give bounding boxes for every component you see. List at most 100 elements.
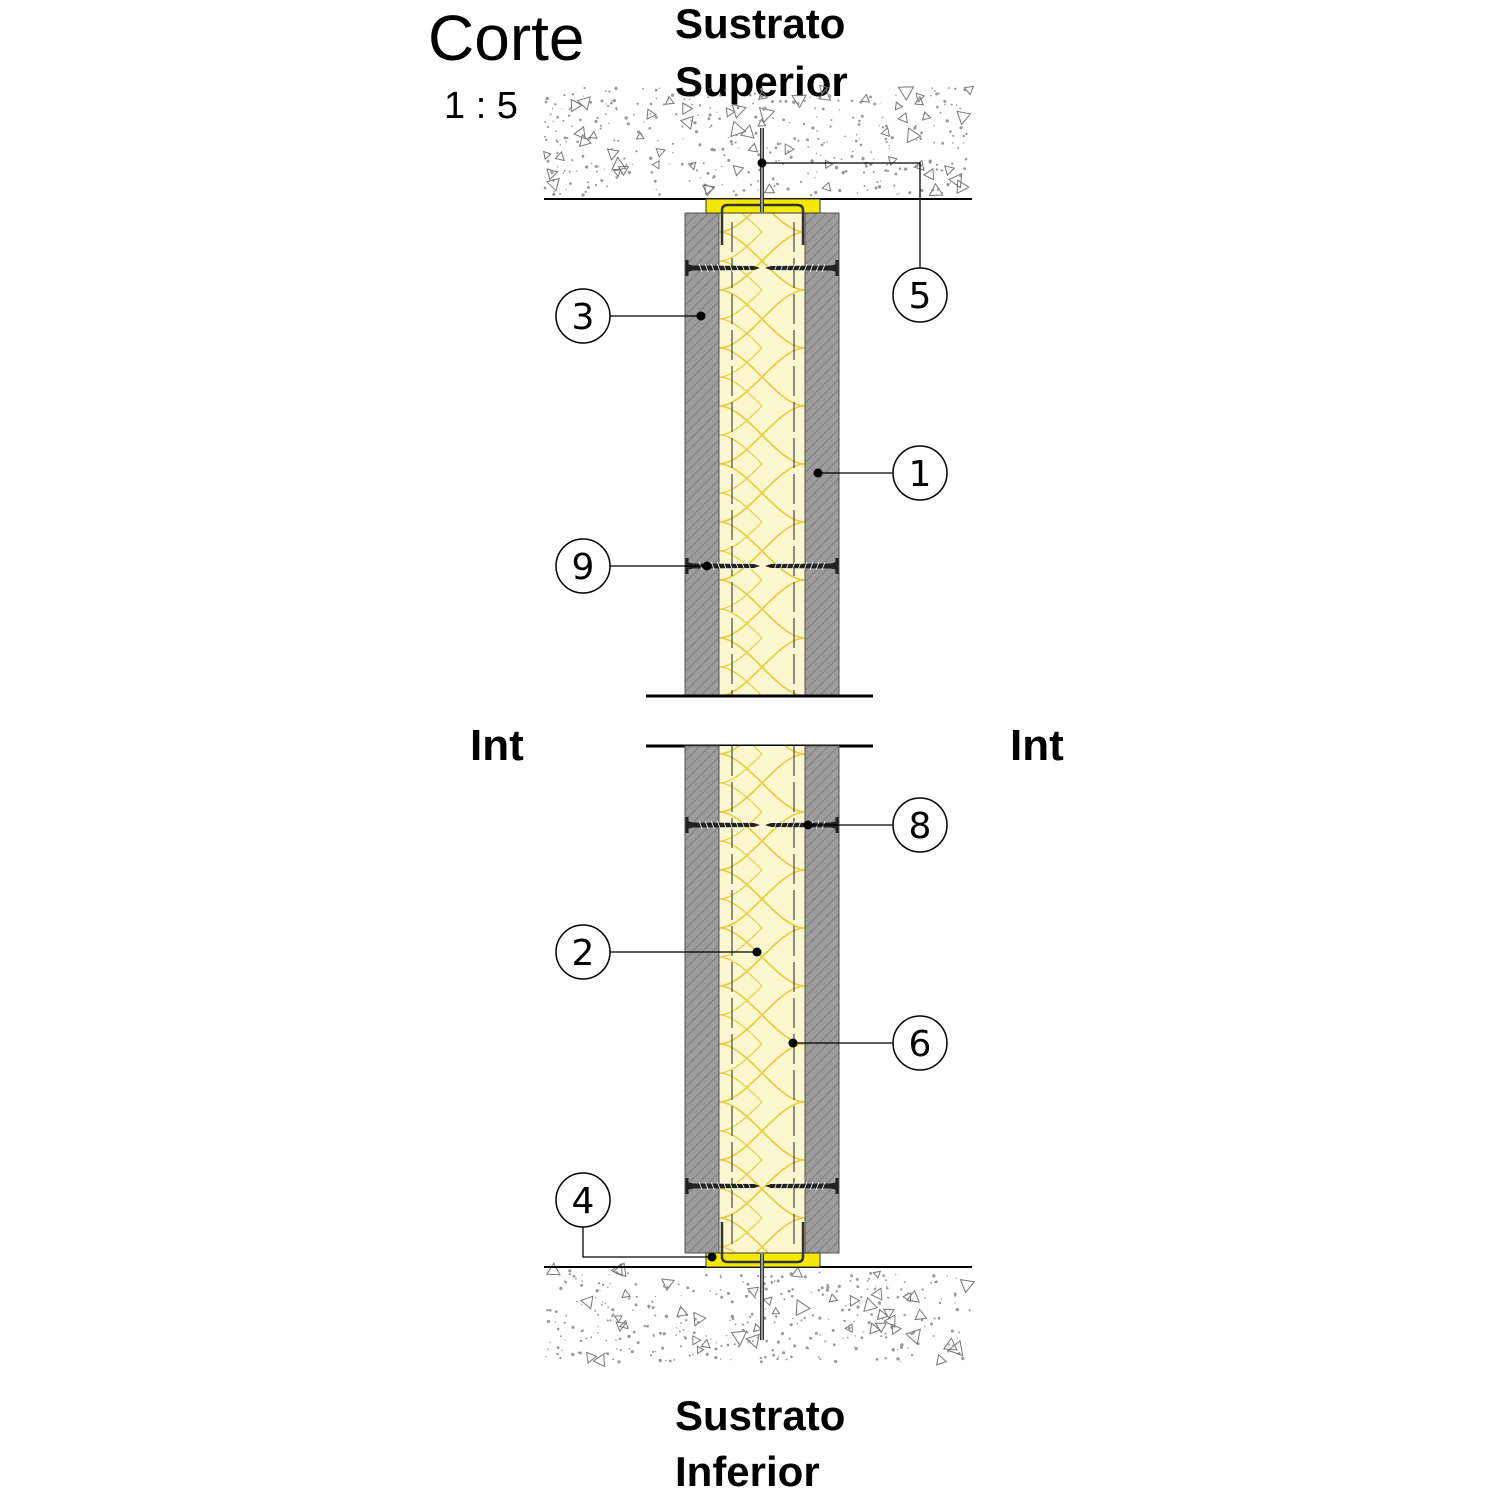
concrete-speck	[936, 187, 940, 191]
concrete-speck	[784, 99, 788, 103]
concrete-speck	[633, 113, 635, 116]
concrete-speck	[858, 138, 861, 140]
concrete-speck	[575, 170, 578, 172]
concrete-speck	[668, 163, 670, 165]
screw-thread	[809, 1181, 814, 1191]
concrete-speck	[886, 163, 888, 166]
concrete-speck	[581, 154, 585, 158]
concrete-speck	[807, 145, 810, 148]
concrete-speck	[719, 1358, 722, 1360]
screw-thread	[815, 263, 820, 273]
concrete-speck	[910, 1331, 914, 1336]
screw-thread	[717, 561, 721, 571]
concrete-speck	[733, 1343, 736, 1346]
screw-thread	[803, 1181, 808, 1191]
concrete-speck	[678, 1330, 681, 1333]
concrete-speck	[581, 1303, 583, 1305]
concrete-speck	[757, 180, 760, 183]
callout-4: 4	[555, 1172, 611, 1228]
concrete-speck	[556, 1352, 559, 1356]
concrete-speck	[954, 87, 957, 91]
concrete-speck	[814, 107, 816, 110]
concrete-speck	[597, 1326, 599, 1328]
callout-number: 3	[572, 297, 595, 338]
concrete-speck	[734, 193, 738, 197]
aggregate-triangle	[615, 1321, 627, 1333]
concrete-speck	[896, 1295, 900, 1299]
concrete-speck	[842, 1337, 844, 1339]
concrete-speck	[860, 114, 864, 118]
concrete-speck	[732, 190, 735, 193]
concrete-speck	[814, 176, 816, 179]
screw-thread	[785, 820, 790, 830]
aggregate-triangle	[860, 93, 871, 103]
concrete-speck	[832, 1343, 836, 1347]
concrete-speck	[658, 87, 661, 89]
leader-dot-1	[813, 468, 823, 478]
concrete-speck	[855, 139, 858, 143]
concrete-speck	[729, 1319, 731, 1322]
concrete-speck	[939, 111, 942, 114]
insulation-core-lower	[719, 746, 805, 1253]
concrete-speck	[632, 1330, 636, 1334]
concrete-speck	[802, 122, 806, 126]
concrete-speck	[789, 155, 793, 159]
concrete-speck	[924, 1325, 926, 1328]
concrete-speck	[949, 182, 952, 184]
aggregate-triangle	[883, 1314, 896, 1328]
screw-shank	[765, 1182, 837, 1190]
concrete-speck	[758, 120, 760, 122]
concrete-speck	[559, 1356, 562, 1360]
concrete-speck	[878, 124, 880, 127]
screw-thread	[741, 820, 746, 830]
concrete-speck	[840, 1308, 844, 1312]
concrete-speck	[565, 1314, 568, 1317]
screw-thread	[735, 263, 740, 273]
screw-thread	[747, 561, 752, 571]
concrete-speck	[759, 1360, 763, 1364]
concrete-speck	[941, 141, 945, 145]
concrete-speck	[594, 164, 598, 169]
concrete-speck	[649, 1354, 653, 1357]
concrete-speck	[806, 138, 809, 142]
concrete-speck	[934, 90, 936, 92]
concrete-speck	[913, 126, 917, 130]
screw-shank	[765, 562, 837, 570]
concrete-speck	[635, 1295, 638, 1298]
aggregate-triangle	[752, 1322, 763, 1333]
concrete-speck	[774, 146, 778, 150]
concrete-speck	[569, 182, 572, 185]
concrete-speck	[587, 181, 589, 184]
concrete-speck	[736, 96, 739, 99]
concrete-speck	[875, 1285, 877, 1287]
concrete-speck	[863, 184, 866, 187]
concrete-speck	[560, 1335, 562, 1338]
concrete-speck	[872, 158, 875, 161]
aggregate-triangle	[543, 150, 552, 161]
concrete-speck	[675, 1327, 678, 1329]
aggregate-triangle	[762, 1296, 773, 1307]
screw-thread	[773, 561, 778, 571]
concrete-speck	[734, 141, 737, 144]
right-side-label: Int	[1010, 721, 1064, 770]
concrete-speck	[884, 1357, 887, 1360]
aggregate-triangle	[791, 94, 807, 109]
concrete-speck	[626, 1291, 629, 1294]
concrete-speck	[952, 142, 954, 144]
concrete-speck	[884, 1279, 887, 1282]
screw-thread	[698, 820, 703, 830]
concrete-speck	[658, 1358, 662, 1363]
concrete-speck	[636, 1341, 640, 1345]
concrete-speck	[590, 1336, 593, 1339]
screw-thread	[710, 820, 715, 830]
screw-thread	[821, 561, 826, 571]
concrete-speck	[617, 1360, 621, 1364]
concrete-speck	[900, 1288, 903, 1291]
aggregate-triangle	[747, 142, 759, 153]
screw-thread	[729, 561, 733, 571]
gypsum-board-left-upper	[684, 212, 720, 697]
concrete-speck	[608, 90, 611, 93]
concrete-speck	[691, 103, 694, 106]
concrete-speck	[698, 104, 702, 107]
concrete-speck	[764, 1356, 767, 1359]
